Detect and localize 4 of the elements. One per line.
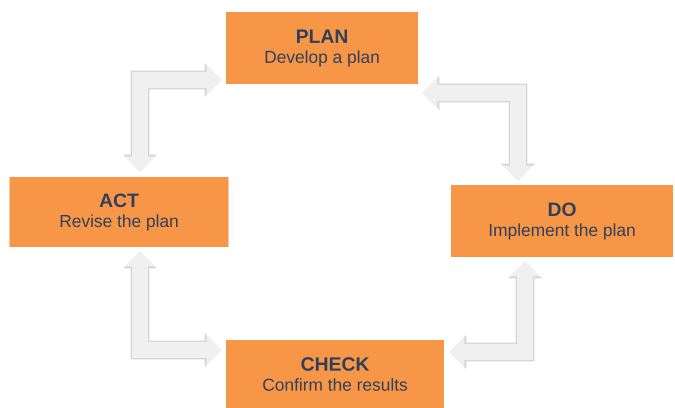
process-box: PLAN Develop a plan (226, 12, 418, 84)
process-box: CHECK Confirm the results (226, 340, 444, 408)
process-box: ACT Revise the plan (10, 177, 228, 247)
process-box: DO Implement the plan (451, 185, 673, 257)
